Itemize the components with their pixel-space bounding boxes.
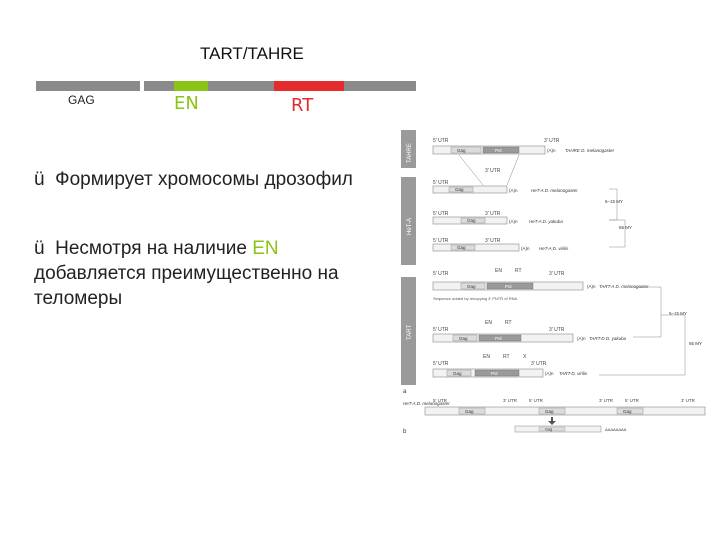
time-label: 65 MY <box>619 225 632 230</box>
domain-bar <box>36 81 416 91</box>
utr3-label: 3' UTR <box>485 238 501 244</box>
utr3-label: 3' UTR <box>503 398 518 403</box>
utr5-label: 5' UTR <box>433 211 449 217</box>
rt-label: RT <box>503 354 510 360</box>
check-mark-icon: ü <box>34 238 45 259</box>
polya-label: (A)n <box>545 371 554 376</box>
utr5-label: 5' UTR <box>433 138 449 144</box>
rt-label: RT <box>515 268 522 274</box>
row-tart-mel: 5' UTR EN RT 3' UTR Gag Pol (A)n TART-A … <box>432 268 649 301</box>
row-heta-mel: 5' UTR 3' UTR Gag (A)n HeT-A D. melanoga… <box>432 154 578 194</box>
bullet-1: ü Формирует хромосомы дрозофил <box>34 167 364 192</box>
polya-label: (A)n <box>509 219 518 224</box>
utr5-label: 5' UTR <box>625 398 640 403</box>
pol-box: Pol <box>495 336 502 341</box>
row-name: TART-A D. melanogaster <box>599 284 649 289</box>
gag-box: Gag <box>457 148 466 153</box>
panel-b: HeT-A D. melanogaster 5' UTR 3' UTR 5' U… <box>403 398 706 433</box>
gag-box: Gag <box>455 187 464 192</box>
row-name: TART-D. virilis <box>559 371 588 376</box>
en-highlight: EN <box>252 238 279 259</box>
polya-label: (A)n <box>587 284 596 289</box>
bullet-1-text: Формирует хромосомы дрозофил <box>55 169 353 190</box>
gag-box: Gag <box>623 409 632 414</box>
pol-box: Pol <box>495 148 502 153</box>
utr3-label: 3' UTR <box>544 138 560 144</box>
gag-box: Gag <box>457 245 466 250</box>
utr5-label: 5' UTR <box>529 398 544 403</box>
rt-label: RT <box>505 320 512 326</box>
gag-box: Gag <box>459 336 468 341</box>
bullet-2-text-before: Несмотря на наличие <box>55 238 253 259</box>
en-segment <box>174 81 208 91</box>
side-box-tart <box>401 277 416 385</box>
side-box-heta <box>401 177 416 265</box>
gag-box: Gag <box>453 371 462 376</box>
panel-b-label: b <box>403 429 407 435</box>
utr3-label: 3' UTR <box>485 211 501 217</box>
rt-segment <box>274 81 344 91</box>
polya-label: (A)n <box>547 148 556 153</box>
gag-box: Gag <box>467 218 476 223</box>
row-name: HeT-A D. virilis <box>539 246 569 251</box>
retrotransposon-figure: TAHRE HeT-A TART a b 5' UTR 3' UTR Gag P… <box>401 130 706 435</box>
gag-box: Gag <box>465 409 474 414</box>
utr3-label: 3' UTR <box>549 327 565 333</box>
sequence-note: Sequence added by recopying 3' PNTR of R… <box>433 296 517 301</box>
gag-label: GAG <box>68 93 95 107</box>
row-tart-virilis: 5' UTR EN RT X 3' UTR Gag Pol (A)n TART-… <box>432 354 588 378</box>
gag-box: Gag <box>545 428 552 432</box>
gag-box: Gag <box>545 409 554 414</box>
linker-segment <box>208 81 274 91</box>
side-label-heta: HeT-A <box>407 218 413 235</box>
utr5-label: 5' UTR <box>433 271 449 277</box>
tail-segment <box>344 81 416 91</box>
en-label: EN <box>174 93 199 114</box>
utr5-label: 5' UTR <box>433 238 449 244</box>
polya-label: (A)n <box>521 246 530 251</box>
row-heta-yakuba: 5' UTR 3' UTR Gag (A)n HeT-A D. yakuba <box>432 211 563 225</box>
pol-box: Pol <box>491 371 498 376</box>
polya-label: (A)n <box>577 336 586 341</box>
gag-box: Gag <box>467 284 476 289</box>
utr3-label: 3' UTR <box>681 398 696 403</box>
en-label: EN <box>483 354 490 360</box>
row-tart-yakuba: 5' UTR EN RT 3' UTR Gag Pol (A)n TART-D … <box>432 320 627 343</box>
utr3-label: 3' UTR <box>549 271 565 277</box>
utr5-label: 5' UTR <box>433 398 448 403</box>
rt-label: RT <box>291 95 314 116</box>
time-label: 5–15 MY <box>605 199 623 204</box>
panel-b-name: HeT-A D. melanogaster <box>403 401 450 406</box>
side-label-tahre: TAHRE <box>407 143 413 163</box>
polya-label: (A)n <box>509 188 518 193</box>
utr3-label: 3' UTR <box>531 361 547 367</box>
utr3-label: 3' UTR <box>599 398 614 403</box>
side-box-tahre <box>401 130 416 168</box>
utr5-label: 5' UTR <box>433 180 449 186</box>
check-mark-icon: ü <box>34 169 45 190</box>
pol-box: Pol <box>505 284 512 289</box>
row-tahre: 5' UTR 3' UTR Gag Pol (A)n TAHRE D. mela… <box>432 138 615 155</box>
utr3-label: 3' UTR <box>485 168 501 174</box>
row-name: HeT-A D. yakuba <box>529 219 563 224</box>
panel-a-label: a <box>403 389 407 395</box>
row-name: HeT-A D. melanogaster <box>531 188 578 193</box>
time-label: 65 MY <box>689 341 702 346</box>
en-label: EN <box>495 268 502 274</box>
page-title: TART/TAHRE <box>200 44 304 63</box>
row-heta-virilis: 5' UTR 3' UTR Gag (A)n HeT-A D. virilis <box>432 238 569 252</box>
polya-label: AAAAAAAA <box>605 427 627 432</box>
utr5-label: 5' UTR <box>433 361 449 367</box>
side-label-tart: TART <box>407 325 413 340</box>
gap-segment <box>144 81 174 91</box>
x-label: X <box>523 354 527 360</box>
en-label: EN <box>485 320 492 326</box>
row-name: TART-D D. yakuba <box>589 336 627 341</box>
gag-segment <box>36 81 140 91</box>
time-label: 5–15 MY <box>669 311 687 316</box>
row-name: TAHRE D. melanogaster <box>565 148 615 153</box>
bullet-2-text-after: добавляется преимущественно на теломеры <box>34 263 339 309</box>
utr5-label: 5' UTR <box>433 327 449 333</box>
bullet-2: ü Несмотря на наличие EN добавляется пре… <box>34 236 394 311</box>
